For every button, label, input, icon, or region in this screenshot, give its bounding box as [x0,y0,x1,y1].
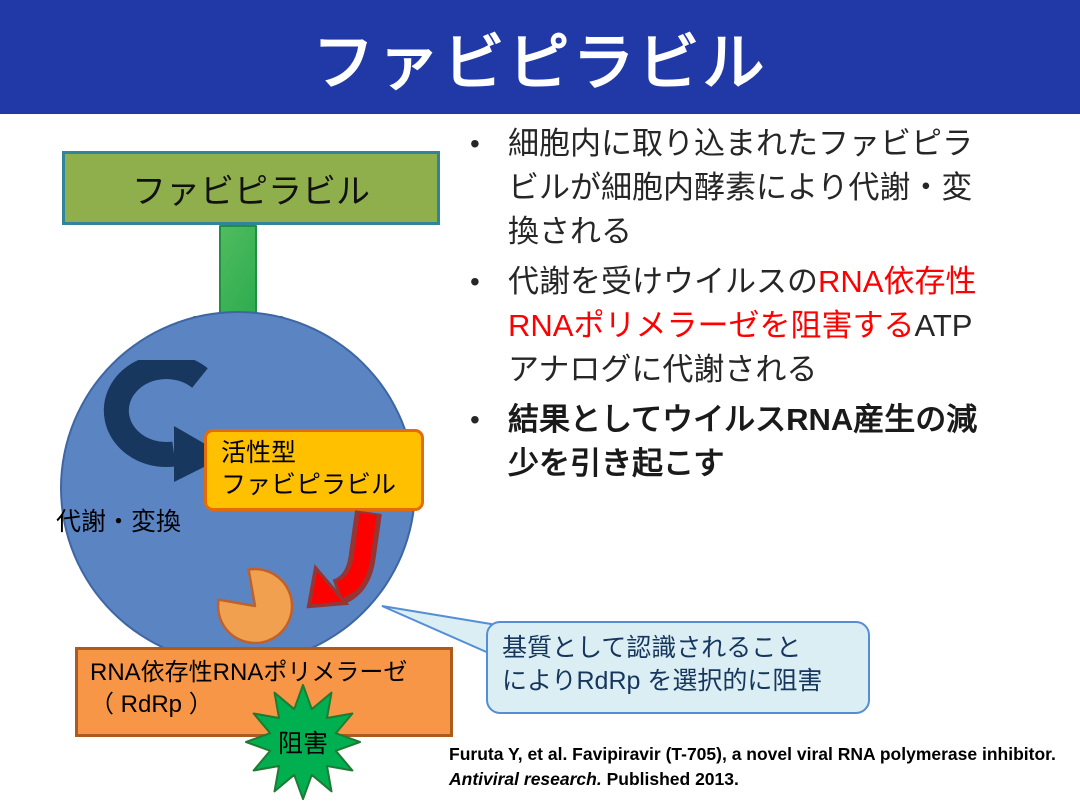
bullet-item: 結果としてウイルスRNA産生の減少を引き起こす [470,398,997,486]
callout-pointer [381,605,492,656]
rdrp-enzyme-icon [216,567,294,645]
bullet-segment: 結果としてウイルスRNA産生の減少を引き起こす [508,402,978,481]
red-arrow-icon [306,510,382,609]
page-title: ファビピラビル [312,29,768,98]
metabolism-label: 代謝・変換 [56,508,182,536]
inhibition-starburst: 阻害 [244,684,362,800]
starburst-icon [245,684,361,800]
active-form-line1: 活性型 [221,439,297,467]
metabolism-arrow-icon [103,360,226,482]
bullet-item: 代謝を受けウイルスのRNA依存性RNAポリメラーゼを阻害するATPアナログに代謝… [470,260,997,392]
rdrp-line1: RNA依存性RNAポリメラーゼ [90,659,408,686]
drug-box: ファビピラビル [62,151,440,225]
bullet-segment: ATPアナログに代謝される [508,308,973,387]
bullet-segment: 細胞内に取り込まれたファビピラビルが細胞内酵素により代謝・変換される [508,126,973,249]
active-form-line2: ファビピラビル [221,471,397,499]
citation-journal: Antiviral research. [449,769,602,790]
rdrp-line2: （ RdRp ） [90,691,213,718]
citation: Furuta Y, et al. Favipiravir (T-705), a … [449,742,1077,793]
inhibition-label: 阻害 [277,730,328,758]
callout-box: 基質として認識されること によりRdRp を選択的に阻害 [486,621,870,714]
bullet-item: 細胞内に取り込まれたファビピラビルが細胞内酵素により代謝・変換される [470,122,997,254]
active-form-box: 活性型 ファビピラビル [204,429,424,511]
callout-line1: 基質として認識されること [502,634,802,662]
bullet-segment: 代謝を受けウイルスの [508,264,818,299]
bullet-list: 細胞内に取り込まれたファビピラビルが細胞内酵素により代謝・変換される代謝を受けウ… [470,122,997,492]
callout-line2: によりRdRp を選択的に阻害 [502,667,823,695]
citation-rest: Published 2013. [601,769,739,790]
drug-box-label: ファビピラビル [132,172,370,211]
header-banner: ファビピラビル [0,0,1080,114]
bullet-segment: RNA依存性RNAポリメラーゼを阻害する [508,264,977,343]
citation-line1: Furuta Y, et al. Favipiravir (T-705), a … [449,744,1056,764]
